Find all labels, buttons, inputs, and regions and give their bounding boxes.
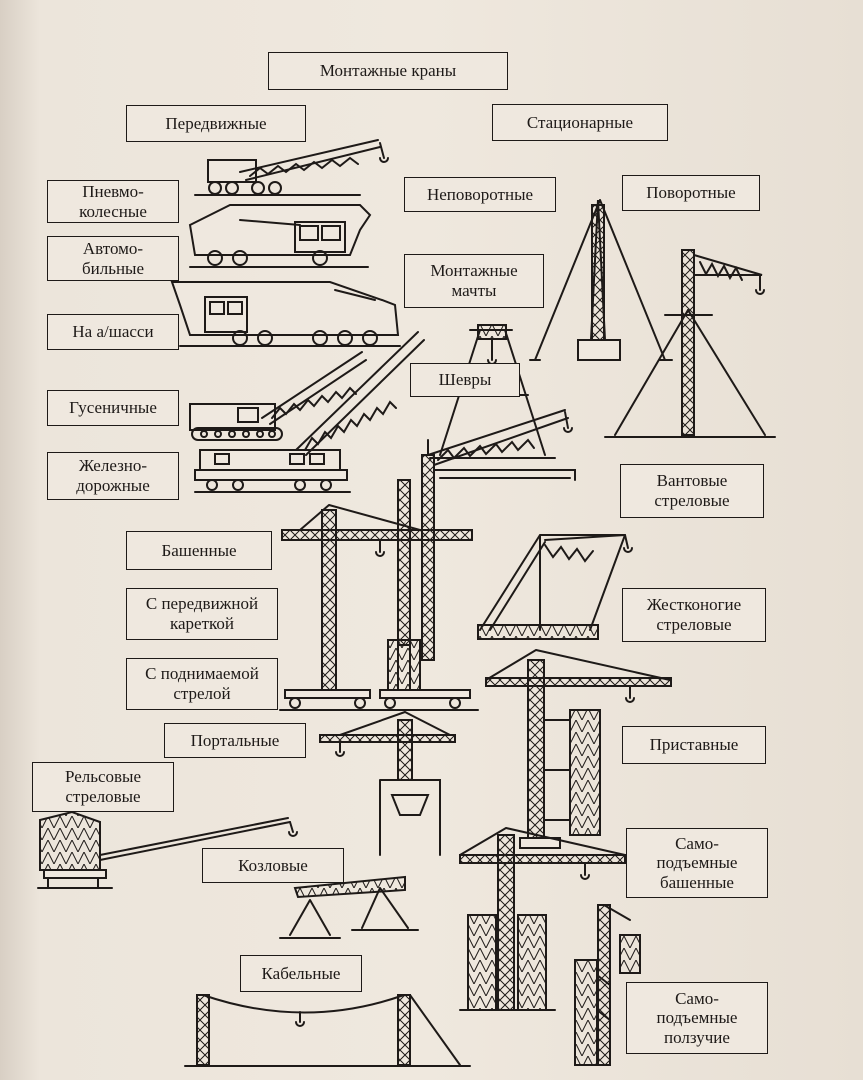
label-portal: Портальные <box>164 723 306 758</box>
label-attached: Приставные <box>622 726 766 764</box>
label-root: Монтажные краны <box>268 52 508 90</box>
label-chassis: На а/шасси <box>47 314 179 350</box>
label-railway: Железно- дорожные <box>47 452 179 500</box>
label-guyed-boom: Вантовые стреловые <box>620 464 764 518</box>
label-crawler: Гусеничные <box>47 390 179 426</box>
guyed-boom-crane-icon <box>421 409 576 661</box>
label-rail-boom: Рельсовые стреловые <box>32 762 174 812</box>
label-pneumatic: Пневмо- колесные <box>47 180 179 223</box>
gantry-crane-icon <box>279 875 419 939</box>
crawler-crane-icon <box>189 351 367 441</box>
label-tower: Башенные <box>126 531 272 570</box>
chassis-crane-icon <box>170 281 401 347</box>
label-stationary: Стационарные <box>492 104 668 141</box>
label-cable: Кабельные <box>240 955 362 992</box>
label-self-raising-tower: Само- подъемные башенные <box>626 828 768 898</box>
label-gantry: Козловые <box>202 848 344 883</box>
railway-crane-icon <box>194 331 425 493</box>
label-masts: Монтажные мачты <box>404 254 544 308</box>
portal-crane-icon <box>319 711 456 856</box>
rail-boom-crane-icon <box>37 810 298 889</box>
mast-icon <box>529 199 673 361</box>
label-stiff-leg: Жестконогие стреловые <box>622 588 766 642</box>
label-non-rotating: Неповоротные <box>404 177 556 212</box>
pneumatic-crane-icon <box>194 139 389 196</box>
truck-crane-icon <box>188 204 372 268</box>
label-trolley: С передвижной кареткой <box>126 588 278 640</box>
label-rotating: Поворотные <box>622 175 760 211</box>
label-mobile: Передвижные <box>126 105 306 142</box>
label-derricks: Шевры <box>410 363 520 397</box>
label-automobile: Автомо- бильные <box>47 236 179 281</box>
tower-crane-trolley-icon <box>279 504 473 711</box>
attached-tower-crane-icon <box>485 649 672 849</box>
cable-crane-icon <box>184 994 471 1067</box>
tower-crane-luffing-icon <box>374 479 479 711</box>
climbing-crane-icon <box>574 904 641 1066</box>
label-self-raising-climbing: Само- подъемные ползучие <box>626 982 768 1054</box>
rotating-mast-icon <box>604 249 776 438</box>
label-luffing: С поднимаемой стрелой <box>126 658 278 710</box>
self-raising-tower-icon <box>459 827 626 1011</box>
stiff-leg-crane-icon <box>477 534 633 640</box>
